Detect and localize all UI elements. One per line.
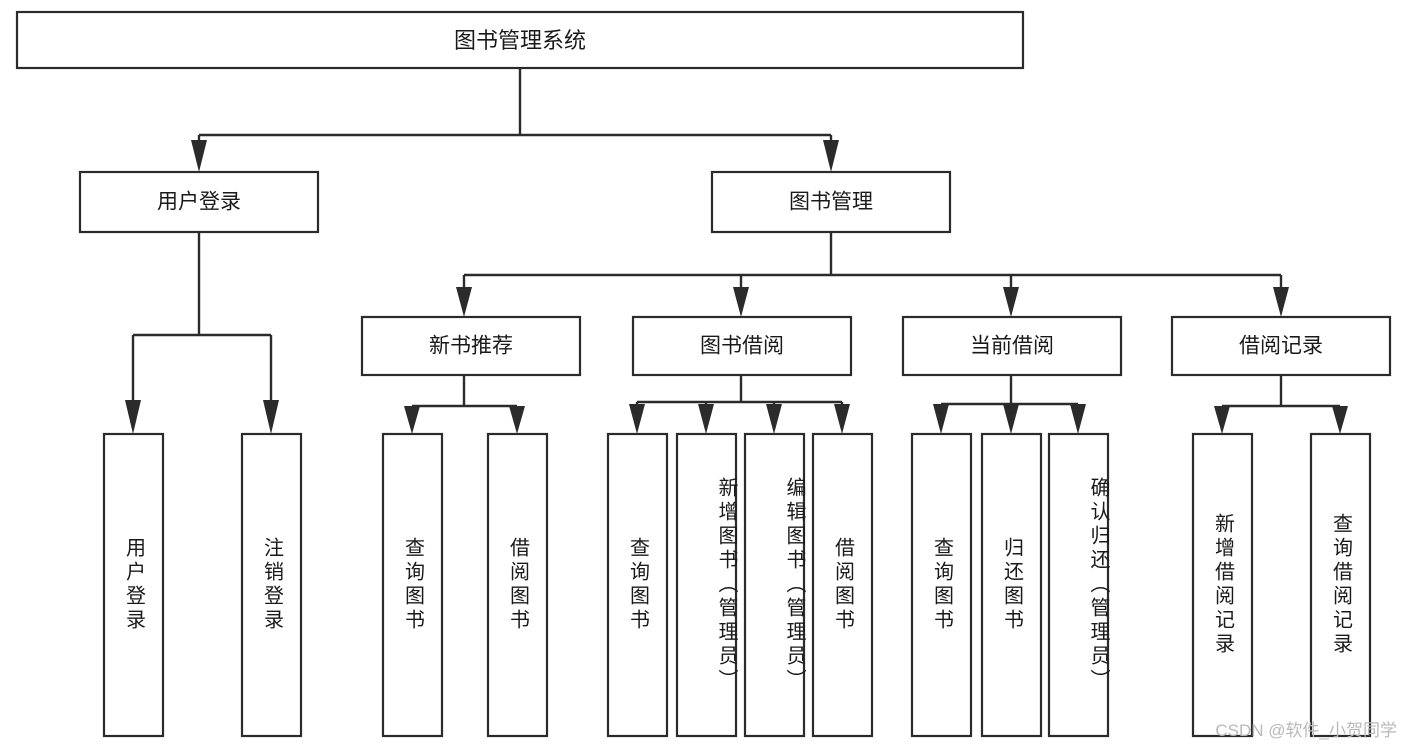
node-book-manage-label: 图书管理	[789, 191, 873, 214]
arrow-head-leaf-return-book	[1003, 404, 1019, 434]
node-leaf-query-record[interactable]	[1309, 432, 1372, 738]
node-leaf-borrow-book-2[interactable]	[811, 432, 874, 738]
arrow-head-leaf-query-book-3	[933, 404, 949, 434]
node-current-borrow-label: 当前借阅	[970, 335, 1054, 358]
arrow-head-book-borrow	[733, 287, 749, 317]
node-root-label: 图书管理系统	[454, 28, 586, 53]
node-new-book-recommend-label: 新书推荐	[429, 335, 513, 358]
arrow-head-book-manage	[823, 140, 839, 172]
node-user-login[interactable]	[78, 170, 320, 234]
node-current-borrow[interactable]	[901, 315, 1123, 377]
arrow-head-leaf-user-logout	[263, 400, 279, 434]
node-new-book-recommend[interactable]	[360, 315, 582, 377]
arrow-head-leaf-confirm-return	[1070, 404, 1086, 434]
arrow-head-leaf-add-record	[1214, 406, 1230, 434]
arrow-head-leaf-borrow-book-2	[834, 404, 850, 434]
node-book-borrow-label: 图书借阅	[700, 335, 784, 358]
arrow-head-current-borrow	[1003, 287, 1019, 317]
node-leaf-user-login[interactable]	[102, 432, 165, 738]
node-leaf-return-book[interactable]	[980, 432, 1043, 738]
csdn-watermark: CSDN @软件_小贺同学	[1215, 721, 1397, 740]
arrow-head-leaf-add-book	[698, 404, 714, 434]
arrow-head-borrow-record	[1273, 287, 1289, 317]
connector-layer	[125, 68, 1348, 434]
arrow-head-user-login	[191, 140, 207, 172]
node-leaf-add-book[interactable]	[675, 432, 738, 738]
node-borrow-record-label: 借阅记录	[1239, 335, 1323, 358]
node-book-borrow[interactable]	[631, 315, 853, 377]
arrow-head-leaf-query-book-2	[629, 404, 645, 434]
node-leaf-add-record[interactable]	[1191, 432, 1254, 738]
node-leaf-query-book-3[interactable]	[910, 432, 973, 738]
node-leaf-query-book-1[interactable]	[381, 432, 444, 738]
arrow-head-leaf-query-book-1	[404, 406, 420, 434]
node-layer: 图书管理系统 用户登录 图书管理 新书推荐 图书借阅 当前借阅 借阅记录	[15, 10, 1392, 738]
arrow-head-leaf-query-record	[1332, 406, 1348, 434]
node-root[interactable]	[15, 10, 1025, 70]
node-leaf-user-logout[interactable]	[240, 432, 303, 738]
arrow-head-new-book-recommend	[456, 287, 472, 317]
node-leaf-query-book-2[interactable]	[606, 432, 669, 738]
node-borrow-record[interactable]	[1170, 315, 1392, 377]
arrow-head-leaf-borrow-book-1	[509, 406, 525, 434]
node-leaf-edit-book[interactable]	[743, 432, 806, 738]
node-user-login-label: 用户登录	[157, 191, 241, 214]
arrow-head-leaf-edit-book	[766, 404, 782, 434]
node-book-manage[interactable]	[710, 170, 952, 234]
node-leaf-confirm-return[interactable]	[1047, 432, 1110, 738]
arrow-head-leaf-user-login	[125, 400, 141, 434]
node-leaf-borrow-book-1[interactable]	[486, 432, 549, 738]
